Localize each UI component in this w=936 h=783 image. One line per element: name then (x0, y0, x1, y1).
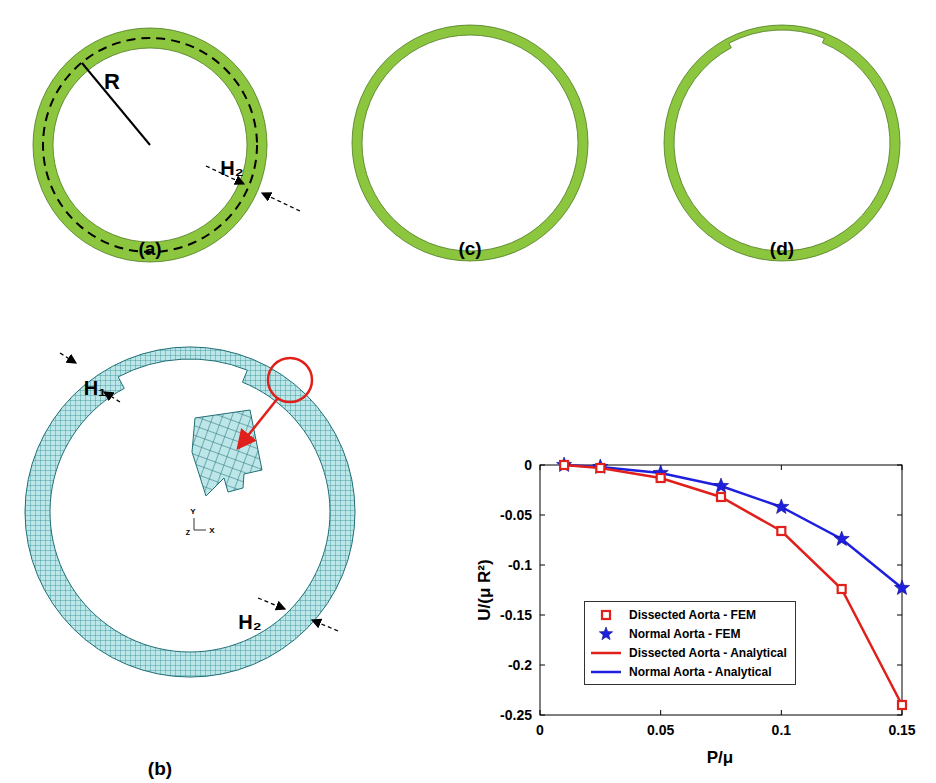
mid-surface (43, 38, 257, 252)
star-marker (557, 457, 572, 472)
axis-label: Y (190, 508, 195, 516)
radius-label: R (104, 71, 120, 93)
tick (897, 565, 902, 566)
thickness-label: H₂ (220, 158, 243, 178)
dissected-analytical-line (564, 465, 902, 705)
axis-title: U/(μ R²) (476, 559, 493, 620)
tick-label: -0.25 (500, 708, 532, 722)
tick (540, 710, 541, 715)
tick-label: 0 (524, 458, 532, 472)
square-marker (898, 701, 906, 709)
dim-arrow (258, 598, 285, 609)
axis-label: Z (186, 529, 190, 536)
square-marker (777, 527, 785, 535)
legend-text: Normal Aorta - Analytical (629, 665, 771, 679)
legend-box: Dissected Aorta - FEM Normal Aorta - FEM D… (584, 601, 796, 685)
legend-sample (589, 608, 623, 622)
star-marker (593, 459, 608, 474)
tick (540, 515, 545, 516)
tick (902, 465, 903, 470)
tick (540, 615, 545, 616)
tick-label: 0.15 (888, 723, 915, 737)
radius-line (82, 63, 150, 145)
tick-label: 0.05 (647, 723, 674, 737)
star-marker (894, 580, 909, 595)
tick (540, 465, 545, 466)
dim-arrow (312, 620, 338, 631)
legend-row: Normal Aorta - FEM (589, 624, 787, 643)
square-marker (596, 464, 604, 472)
tick (897, 615, 902, 616)
tick (897, 715, 902, 716)
panel-label: (c) (458, 239, 481, 258)
tick (540, 665, 545, 666)
aorta-ring (33, 28, 267, 262)
legend-text: Dissected Aorta - FEM (629, 608, 756, 622)
panel-label: (a) (138, 239, 161, 258)
star-marker (834, 531, 849, 546)
legend-line (591, 651, 621, 654)
panel-label: (d) (770, 239, 794, 258)
legend-line (591, 670, 621, 673)
star-marker (713, 478, 728, 493)
legend-text: Dissected Aorta - Analytical (629, 646, 787, 660)
tick (660, 710, 661, 715)
tick (897, 665, 902, 666)
thickness-label: H₁ (84, 378, 107, 398)
legend-sample (589, 627, 623, 641)
legend-row: Normal Aorta - Analytical (589, 662, 787, 681)
tick-label: -0.15 (500, 608, 532, 622)
axis-gizmo (194, 518, 195, 530)
tick-label: 0 (536, 723, 544, 737)
mesh-ring (25, 347, 355, 677)
legend-row: Dissected Aorta - Analytical (589, 643, 787, 662)
tick (781, 465, 782, 470)
dim-arrow (60, 353, 76, 363)
tick (897, 515, 902, 516)
zoom-circle (268, 358, 312, 402)
legend-sample (589, 646, 623, 660)
plot-frame (540, 465, 902, 715)
tick (781, 710, 782, 715)
square-marker (657, 474, 665, 482)
star-marker (599, 627, 612, 640)
panel-label: (b) (148, 759, 172, 778)
dim-arrow (104, 392, 120, 402)
square-marker (560, 461, 568, 469)
tick (540, 565, 545, 566)
square-marker (602, 611, 610, 619)
axis-title: P/μ (707, 749, 733, 766)
legend-row: Dissected Aorta - FEM (589, 605, 787, 624)
star-marker (774, 499, 789, 514)
tick-label: -0.05 (500, 508, 532, 522)
thickness-label: H₂ (238, 612, 261, 632)
axis-label: X (209, 527, 214, 535)
aorta-ring (352, 25, 588, 261)
dim-arrow (262, 193, 300, 211)
legend-text: Normal Aorta - FEM (629, 627, 741, 641)
square-marker (717, 493, 725, 501)
axis-gizmo (194, 530, 206, 531)
dissected-ring (664, 25, 900, 261)
square-marker (838, 585, 846, 593)
tick (897, 465, 902, 466)
normal-analytical-line (564, 465, 902, 588)
tick-label: -0.2 (508, 658, 532, 672)
mesh-inset (192, 410, 262, 496)
tick-label: 0.1 (772, 723, 791, 737)
tick (540, 465, 541, 470)
tick-label: -0.1 (508, 558, 532, 572)
tick (902, 710, 903, 715)
tick (540, 715, 545, 716)
zoom-arrow (238, 398, 278, 448)
legend-sample (589, 665, 623, 679)
